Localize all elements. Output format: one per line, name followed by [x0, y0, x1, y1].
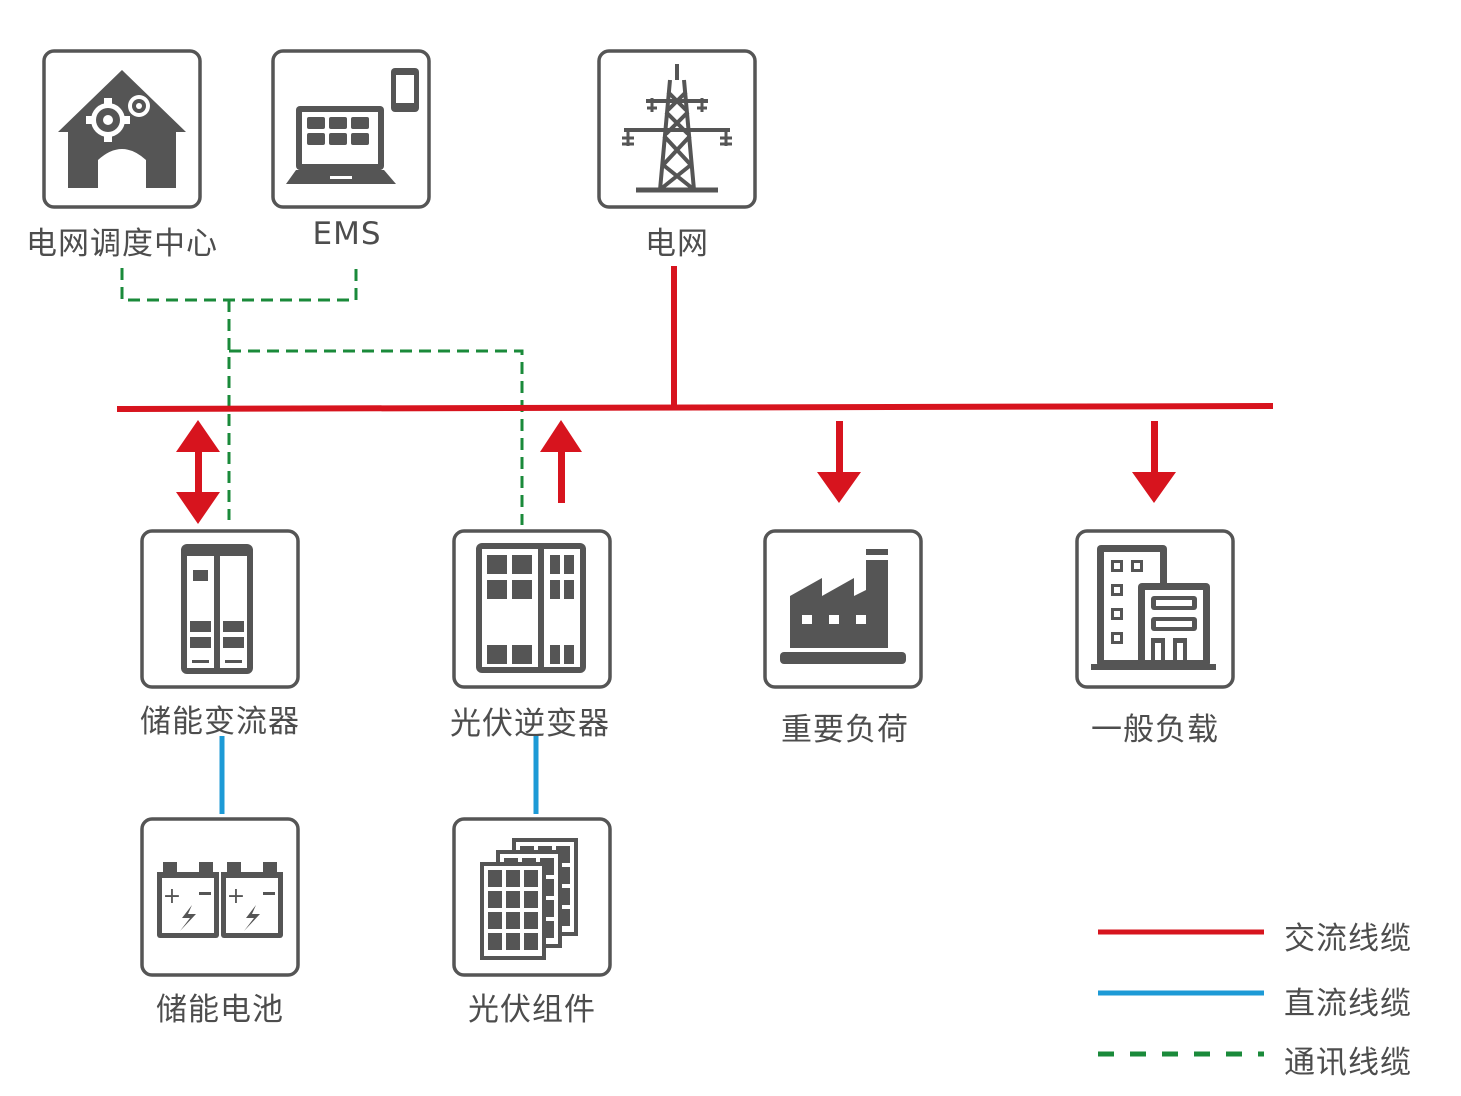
battery-label: 储能电池 — [156, 992, 284, 1028]
legend-dc-label: 直流线缆 — [1284, 986, 1412, 1022]
dispatch-center-label: 电网调度中心 — [26, 226, 218, 262]
svg-text:+: + — [163, 884, 181, 909]
svg-text:+: + — [227, 884, 245, 909]
cabinet-icon — [181, 544, 253, 674]
ac-cables — [116, 266, 1274, 412]
bidirectional-arrow-icon — [176, 420, 220, 524]
down-arrow-icon — [1132, 421, 1176, 503]
pv-modules-label: 光伏组件 — [468, 992, 596, 1028]
factory-icon — [780, 549, 906, 664]
laptop-phone-icon — [286, 68, 419, 184]
ac-flow-arrows — [176, 420, 1176, 524]
legend — [1098, 929, 1264, 1057]
pcs-label: 储能变流器 — [140, 704, 300, 740]
ems-label: EMS — [312, 216, 382, 252]
comm-cables — [120, 268, 524, 525]
building-icon — [1091, 545, 1216, 670]
inverter-cabinet-icon — [476, 543, 586, 673]
house-gears-icon — [58, 70, 186, 188]
dc-cables — [219, 736, 539, 814]
general-load-label: 一般负载 — [1091, 712, 1219, 748]
up-arrow-icon — [540, 420, 582, 503]
legend-ac-label: 交流线缆 — [1284, 921, 1412, 957]
critical-load-label: 重要负荷 — [781, 712, 909, 748]
solar-panel-icon — [480, 838, 578, 960]
battery-icon: + + — [157, 862, 283, 938]
pv-inverter-label: 光伏逆变器 — [450, 706, 610, 742]
grid-label: 电网 — [645, 226, 709, 262]
transmission-tower-icon — [622, 64, 732, 193]
legend-comm-label: 通讯线缆 — [1284, 1045, 1412, 1081]
down-arrow-icon — [817, 421, 861, 503]
